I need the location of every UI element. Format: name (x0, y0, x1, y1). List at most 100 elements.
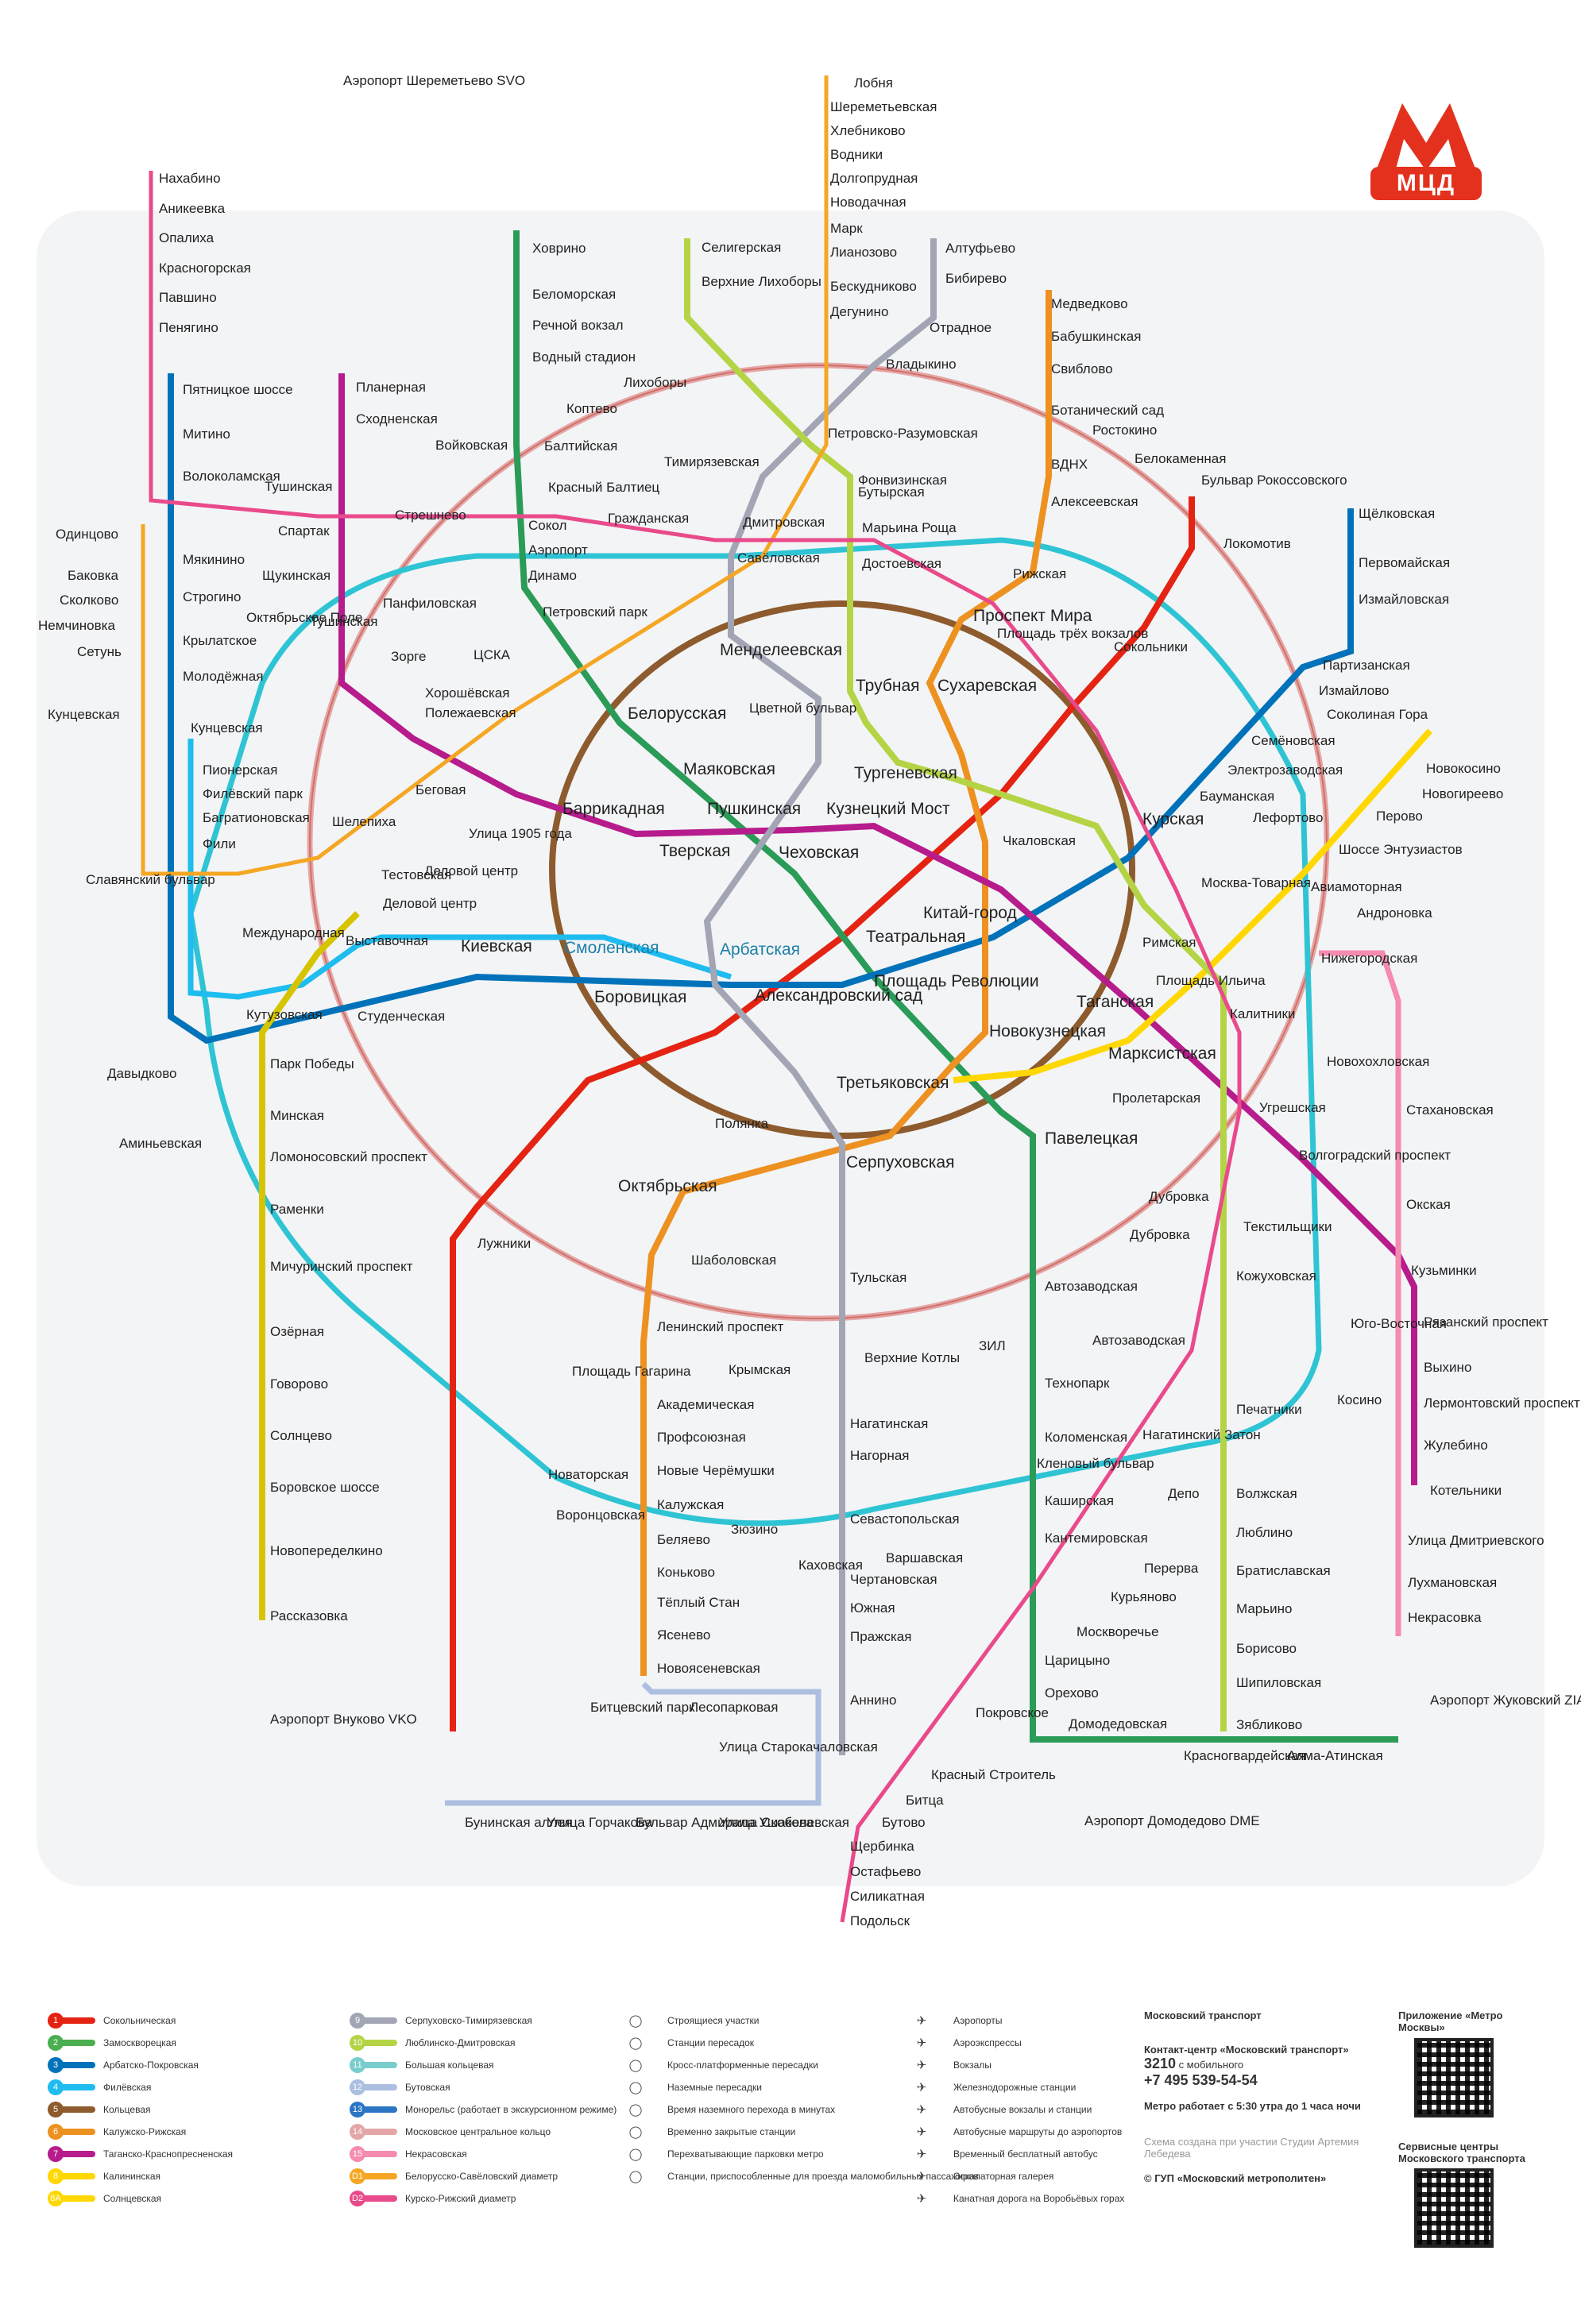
station-label[interactable]: Волоколамская (183, 469, 280, 484)
station-label[interactable]: Текстильщики (1243, 1219, 1332, 1234)
station-label[interactable]: Водники (830, 147, 883, 162)
station-label[interactable]: Шереметьевская (830, 99, 937, 114)
station-label[interactable]: Немчиновка (38, 618, 115, 633)
station-label[interactable]: Воронцовская (556, 1508, 645, 1523)
station-label[interactable]: Шоссе Энтузиастов (1339, 842, 1463, 857)
station-label[interactable]: Андроновка (1357, 905, 1432, 921)
station-label[interactable]: Войковская (435, 438, 508, 453)
station-label[interactable]: Соколиная Гора (1327, 707, 1428, 722)
station-label[interactable]: Международная (242, 925, 345, 940)
station-label[interactable]: Митино (183, 427, 230, 442)
station-label[interactable]: Селигерская (702, 240, 781, 255)
station-label[interactable]: Печатники (1236, 1402, 1302, 1417)
station-label[interactable]: Парк Победы (270, 1056, 354, 1071)
station-label[interactable]: Лианозово (830, 245, 897, 260)
station-label[interactable]: Измайлово (1319, 683, 1390, 698)
station-label[interactable]: Лесопарковая (690, 1700, 778, 1715)
station-label[interactable]: Цветной бульвар (749, 701, 856, 716)
station-label[interactable]: Одинцово (56, 527, 118, 542)
station-label[interactable]: Щёлковская (1359, 506, 1435, 521)
station-label[interactable]: Новокузнецкая (989, 1022, 1106, 1040)
station-label[interactable]: Улица Скобелевская (719, 1815, 849, 1830)
station-label[interactable]: Кантемировская (1045, 1531, 1148, 1546)
airport-label[interactable]: Аэропорт Жуковский ZIA (1430, 1693, 1581, 1708)
station-label[interactable]: Боровицкая (594, 988, 686, 1006)
station-label[interactable]: Улица Старокачаловская (719, 1739, 878, 1755)
station-label[interactable]: Бутырская (858, 484, 925, 500)
station-label[interactable]: Строгино (183, 589, 242, 604)
station-label[interactable]: Кутузовская (246, 1007, 323, 1022)
station-label[interactable]: Алма-Атинская (1287, 1748, 1383, 1763)
station-label[interactable]: Пушкинская (707, 800, 801, 818)
phone-short[interactable]: 3210 (1144, 2056, 1177, 2071)
station-label[interactable]: Хорошёвская (425, 685, 509, 701)
station-label[interactable]: Каширская (1045, 1493, 1114, 1508)
station-label[interactable]: Дубровка (1130, 1227, 1190, 1242)
station-label[interactable]: Китай-город (923, 904, 1017, 922)
station-label[interactable]: Бульвар Адмирала Ушакова (636, 1815, 814, 1830)
station-label[interactable]: Измайловская (1359, 592, 1449, 607)
station-label[interactable]: Тушинская (310, 614, 377, 629)
station-label[interactable]: Дубровка (1149, 1189, 1209, 1204)
airport-label[interactable]: Аэропорт Шереметьево SVO (343, 73, 525, 88)
station-label[interactable]: Владыкино (886, 357, 957, 372)
station-label[interactable]: Профсоюзная (657, 1430, 746, 1445)
station-label[interactable]: Перерва (1144, 1561, 1199, 1576)
station-label[interactable]: Красногорская (159, 261, 251, 276)
station-label[interactable]: Окская (1406, 1197, 1451, 1212)
station-label[interactable]: Крымская (729, 1362, 790, 1377)
station-label[interactable]: Фили (203, 836, 236, 851)
station-label[interactable]: Аннино (850, 1693, 896, 1708)
station-label[interactable]: Верхние Котлы (864, 1350, 960, 1365)
station-label[interactable]: Площадь Революции (874, 972, 1039, 990)
station-label[interactable]: Хлебниково (830, 123, 906, 138)
station-label[interactable]: Юго-Восточная (1351, 1316, 1447, 1331)
station-label[interactable]: Мичуринский проспект (270, 1259, 413, 1274)
station-label[interactable]: Коньково (657, 1565, 715, 1580)
station-label[interactable]: Марьина Роща (862, 520, 957, 535)
station-label[interactable]: Авиамоторная (1311, 879, 1402, 894)
station-label[interactable]: Проспект Мира (973, 607, 1092, 625)
airport-label[interactable]: Аэропорт Внуково VKO (270, 1712, 417, 1727)
station-label[interactable]: Водный стадион (532, 349, 636, 365)
station-label[interactable]: Кожуховская (1236, 1268, 1316, 1284)
station-label[interactable]: Кузнецкий Мост (826, 800, 950, 818)
station-label[interactable]: Зябликово (1236, 1717, 1302, 1732)
station-label[interactable]: Нахабино (159, 171, 221, 186)
station-label[interactable]: Бутово (882, 1815, 926, 1830)
station-label[interactable]: Менделеевская (720, 641, 842, 659)
station-label[interactable]: Панфиловская (383, 596, 477, 611)
station-label[interactable]: Давыдково (107, 1066, 177, 1081)
station-label[interactable]: Мякинино (183, 552, 245, 567)
station-label[interactable]: Площадь Ильича (1156, 973, 1266, 988)
station-label[interactable]: Боровское шоссе (270, 1480, 380, 1495)
station-label[interactable]: Аминьевская (119, 1136, 202, 1151)
station-label[interactable]: Бульвар Рокоссовского (1201, 473, 1347, 488)
station-label[interactable]: Каховская (798, 1558, 863, 1573)
station-label[interactable]: Ясенево (657, 1627, 710, 1643)
station-label[interactable]: Александровский сад (755, 986, 922, 1005)
phone-full[interactable]: +7 495 539-54-54 (1144, 2072, 1258, 2088)
station-label[interactable]: ВДНХ (1051, 457, 1088, 472)
station-label[interactable]: Озёрная (270, 1324, 324, 1339)
station-label[interactable]: Чеховская (779, 844, 859, 862)
station-label[interactable]: Студенческая (358, 1009, 445, 1024)
station-label[interactable]: Тверская (659, 842, 730, 860)
station-label[interactable]: Угрешская (1259, 1100, 1326, 1115)
station-label[interactable]: ЗИЛ (979, 1338, 1006, 1353)
station-label[interactable]: Чертановская (850, 1572, 937, 1587)
station-label[interactable]: Новодачная (830, 195, 906, 210)
station-label[interactable]: Достоевская (862, 556, 941, 571)
station-label[interactable]: Покровское (976, 1705, 1049, 1720)
station-label[interactable]: Деловой центр (383, 896, 477, 911)
station-label[interactable]: Дмитровская (743, 515, 825, 530)
station-label[interactable]: Ленинский проспект (657, 1319, 783, 1334)
station-label[interactable]: Коломенская (1045, 1430, 1127, 1445)
airport-label[interactable]: Аэропорт Домодедово DME (1084, 1813, 1260, 1828)
station-label[interactable]: Бабушкинская (1051, 329, 1141, 344)
station-label[interactable]: Выхино (1424, 1360, 1471, 1375)
station-label[interactable]: Алтуфьево (945, 241, 1015, 256)
station-label[interactable]: Электрозаводская (1227, 762, 1343, 778)
station-label[interactable]: Братиславская (1236, 1563, 1331, 1578)
station-label[interactable]: Площадь трёх вокзалов (997, 626, 1148, 641)
